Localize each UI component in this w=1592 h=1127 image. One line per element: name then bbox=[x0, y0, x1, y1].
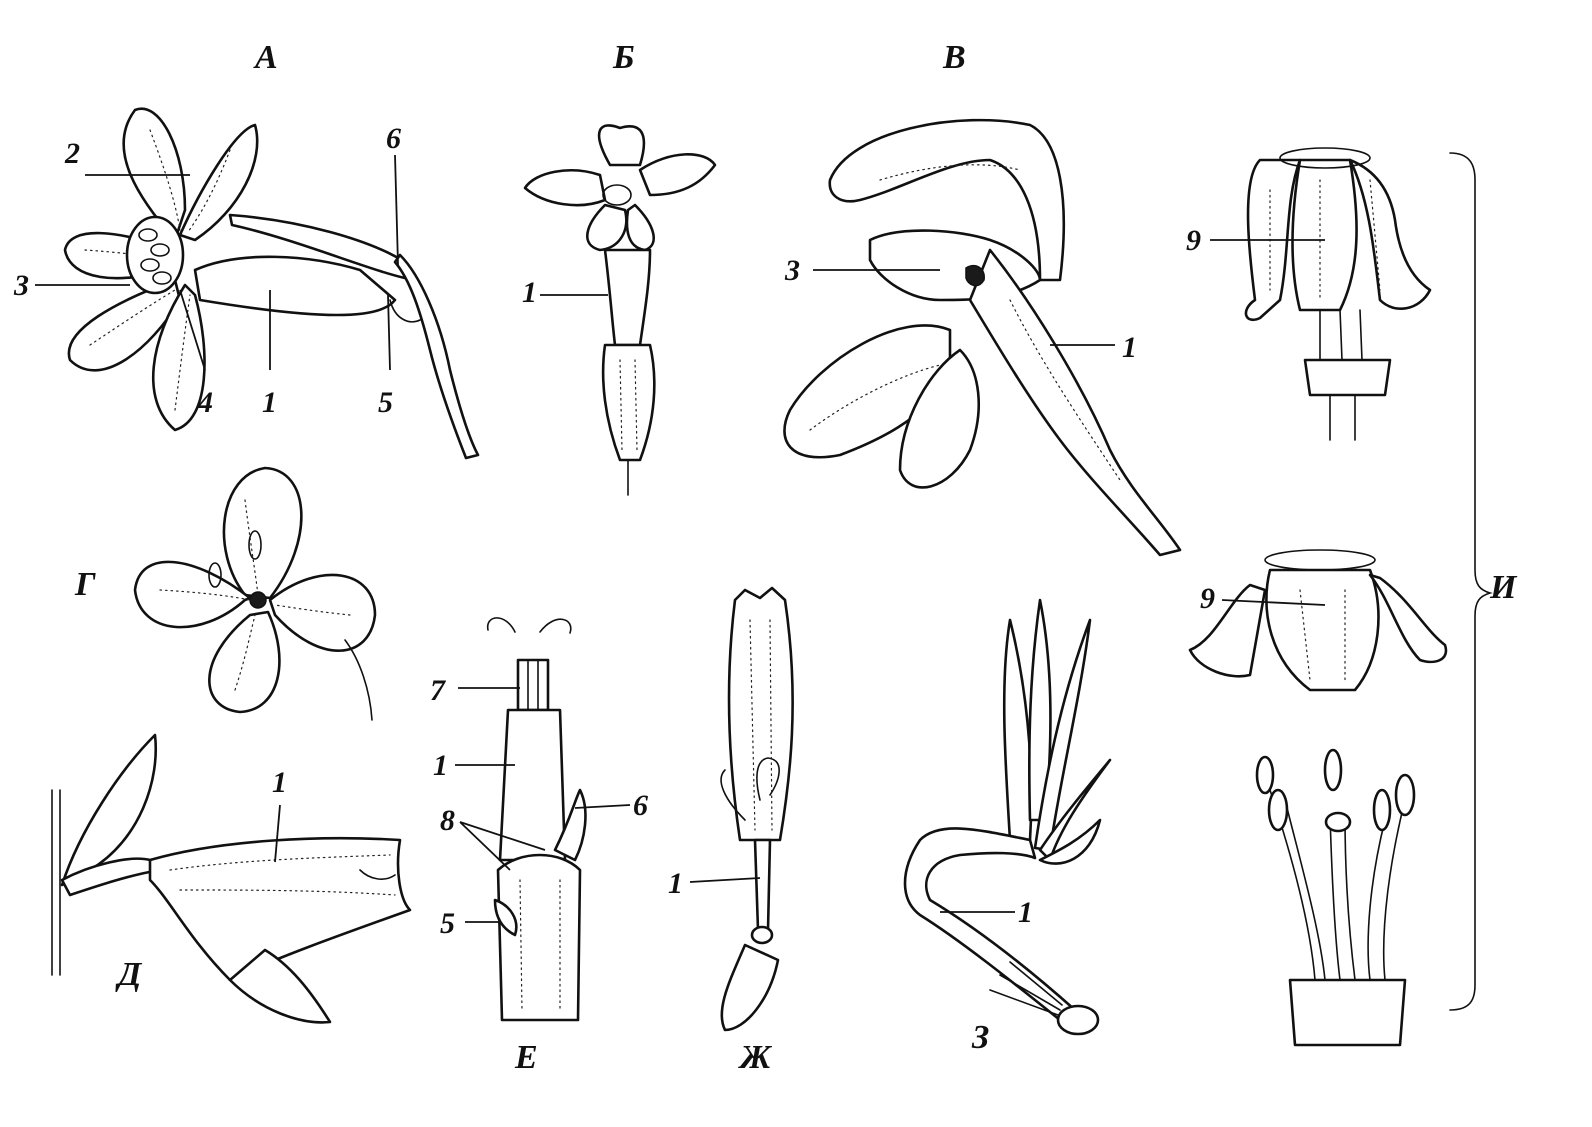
callout-i-9-top: 9 bbox=[1186, 224, 1201, 257]
flower-a bbox=[63, 107, 480, 460]
flower-d bbox=[51, 733, 412, 1024]
panel-label-zh: Ж bbox=[738, 1039, 773, 1076]
flower-z bbox=[903, 598, 1112, 1036]
callout-e-6: 6 bbox=[633, 789, 648, 822]
number-callouts: 2 3 4 1 5 6 1 3 1 9 9 1 7 1 8 6 5 1 1 bbox=[13, 122, 1215, 940]
callout-a-4: 4 bbox=[197, 386, 213, 419]
panel-label-d: Д bbox=[115, 956, 143, 993]
callout-e-1: 1 bbox=[433, 749, 448, 782]
panel-label-v: В bbox=[942, 39, 966, 76]
callout-zh-1: 1 bbox=[668, 867, 683, 900]
panel-labels: А Б В Г Д Е Ж З И bbox=[74, 39, 1518, 1076]
panel-label-e: Е bbox=[514, 1039, 538, 1076]
flower-zh bbox=[720, 586, 794, 1032]
panel-label-b: Б bbox=[612, 39, 635, 76]
callout-a-6: 6 bbox=[386, 122, 401, 155]
panel-label-a: А bbox=[253, 39, 278, 76]
flower-e bbox=[487, 617, 587, 1022]
panel-label-z: З bbox=[971, 1019, 989, 1056]
callout-v-3: 3 bbox=[784, 254, 800, 287]
callout-b-1: 1 bbox=[522, 276, 537, 309]
panel-label-i: И bbox=[1489, 569, 1518, 606]
callout-z-1: 1 bbox=[1018, 896, 1033, 929]
callout-d-1: 1 bbox=[272, 766, 287, 799]
callout-i-9-middle: 9 bbox=[1200, 582, 1215, 615]
callout-a-3: 3 bbox=[13, 269, 29, 302]
callout-a-2: 2 bbox=[64, 137, 80, 170]
callout-e-7: 7 bbox=[430, 674, 446, 707]
leader-lines bbox=[35, 154, 1326, 923]
flower-i bbox=[1188, 147, 1493, 1047]
callout-e-5: 5 bbox=[440, 907, 455, 940]
callout-e-8: 8 bbox=[440, 804, 455, 837]
callout-a-1: 1 bbox=[262, 386, 277, 419]
callout-v-1: 1 bbox=[1122, 331, 1137, 364]
flower-b bbox=[523, 124, 717, 496]
callout-a-5: 5 bbox=[378, 386, 393, 419]
panel-label-g: Г bbox=[74, 566, 96, 603]
flower-g bbox=[133, 466, 377, 721]
flower-v bbox=[783, 118, 1182, 557]
